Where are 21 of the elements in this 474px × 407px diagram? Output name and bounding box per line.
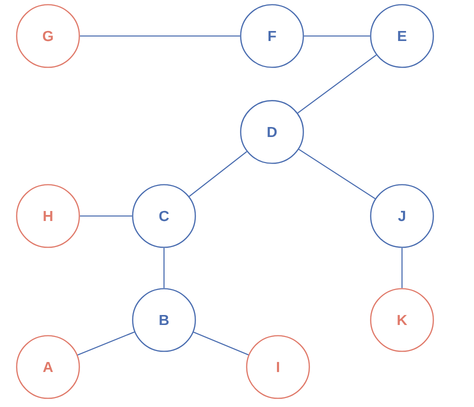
tree-node: G: [16, 4, 80, 68]
edge-line: [297, 54, 377, 114]
tree-node: A: [16, 335, 80, 399]
edge-line: [401, 248, 403, 288]
edge-line: [77, 332, 135, 356]
tree-node: E: [370, 4, 434, 68]
tree-node: C: [132, 184, 196, 248]
tree-node: D: [240, 100, 304, 164]
edge-line: [80, 35, 240, 37]
tree-node: F: [240, 4, 304, 68]
edge-line: [80, 215, 132, 217]
edge-line: [163, 248, 165, 288]
tree-node: K: [370, 288, 434, 352]
tree-node: H: [16, 184, 80, 248]
tree-node: J: [370, 184, 434, 248]
edge-line: [298, 148, 376, 200]
tree-node: I: [246, 335, 310, 399]
edge-line: [188, 151, 248, 197]
tree-node: B: [132, 288, 196, 352]
edge-line: [304, 35, 370, 37]
edge-line: [193, 332, 249, 356]
